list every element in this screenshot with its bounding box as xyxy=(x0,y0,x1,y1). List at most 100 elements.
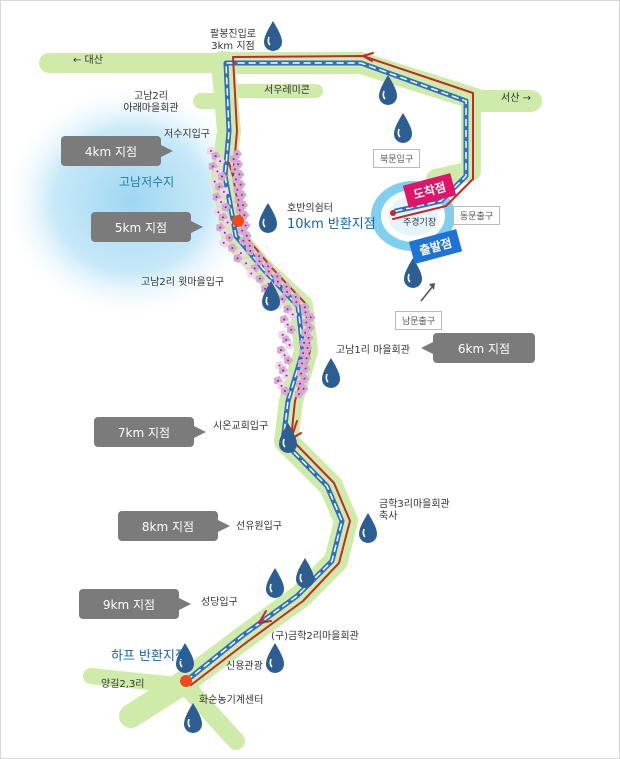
place-hoban: 호반의쉼터 xyxy=(287,203,333,214)
cherry-blossom-icon xyxy=(234,195,244,205)
place-seowoo: 서우레미콘 xyxy=(264,85,310,96)
cherry-blossom-icon xyxy=(303,343,313,353)
cherry-blossom-icon xyxy=(233,185,242,195)
cherry-blossom-icon xyxy=(255,274,265,284)
south-gate-arrowhead xyxy=(429,283,435,290)
place-seongdang: 성당입구 xyxy=(201,597,238,608)
km-marker-9: 9km 지점 xyxy=(79,589,191,619)
water-drop-icon xyxy=(276,421,300,455)
water-drop-icon xyxy=(293,556,317,590)
cherry-blossom-icon xyxy=(242,258,251,268)
cherry-blossom-icon xyxy=(278,366,288,375)
ten-km-turn-label: 10km 반환지점 xyxy=(287,217,376,232)
cherry-blossom-icon xyxy=(218,212,228,222)
road-label-west: ← 대산 xyxy=(73,55,103,66)
water-drop-icon xyxy=(259,279,283,313)
place-geumhak2: (구)금학2리마을회관 xyxy=(271,631,359,642)
cherry-blossom-icon xyxy=(238,226,247,236)
cherry-blossom-icon xyxy=(282,371,292,381)
place-gonam2-upper: 고남2리 윗마을입구 xyxy=(141,277,225,288)
cherry-blossom-icon xyxy=(264,267,274,276)
km-marker-8: 8km 지점 xyxy=(118,511,230,541)
cherry-blossom-icon xyxy=(216,223,225,233)
cherry-blossom-icon xyxy=(236,180,246,190)
cherry-blossom-icon xyxy=(285,340,295,350)
place-yanggil: 양길2,3리 xyxy=(101,679,145,690)
road-label-east: 서산 → xyxy=(501,93,531,104)
cherry-blossom-icon xyxy=(277,381,287,391)
place-seonyu: 선유원입구 xyxy=(236,521,282,532)
cherry-blossom-icon xyxy=(215,182,224,192)
place-reservoir-entrance: 저수지입구 xyxy=(164,129,210,140)
cherry-blossom-icon xyxy=(255,256,265,266)
cherry-blossom-icon xyxy=(301,328,310,338)
half-turn-dot xyxy=(180,675,192,687)
cherry-blossom-icon xyxy=(220,228,230,238)
km-marker-5: 5km 지점 xyxy=(91,212,203,242)
water-drop-icon xyxy=(173,641,197,675)
half-turn-label: 하프 반환지점 xyxy=(111,649,187,664)
water-drop-icon xyxy=(256,201,280,235)
cherry-blossom-icon xyxy=(294,389,304,399)
water-drop-icon xyxy=(356,511,380,545)
place-sion: 시온교회입구 xyxy=(213,421,269,432)
water-drop-icon xyxy=(181,701,205,735)
place-geumhak3: 금학3리마을회관 축사 xyxy=(379,499,450,522)
water-drop-icon xyxy=(401,256,425,290)
cherry-blossom-icon xyxy=(246,246,255,256)
water-drop-icon xyxy=(319,356,343,390)
cherry-blossom-icon xyxy=(288,309,298,319)
south-gate-arrow xyxy=(420,285,434,302)
cherry-blossom-icon xyxy=(211,151,221,161)
cherry-blossom-icon xyxy=(283,287,292,297)
cherry-blossom-icon xyxy=(247,269,256,278)
gate-north: 북문입구 xyxy=(373,149,421,168)
km-marker-4: 4km 지점 xyxy=(61,136,173,166)
place-gonam2-lower: 고남2리 아래마을회관 xyxy=(123,91,179,114)
water-drop-icon xyxy=(263,641,287,675)
cherry-blossom-trees xyxy=(206,146,316,399)
cherry-blossom-icon xyxy=(216,156,225,166)
gate-east: 동문출구 xyxy=(453,206,501,225)
cherry-blossom-icon xyxy=(210,177,220,187)
cherry-blossom-icon xyxy=(287,325,296,335)
cherry-blossom-icon xyxy=(219,187,229,197)
cherry-blossom-icon xyxy=(284,355,293,365)
place-gonam1: 고남1리 마을회관 xyxy=(336,345,410,356)
place-sinyong: 신용관광 xyxy=(226,661,263,672)
cherry-blossom-icon xyxy=(228,243,237,253)
cherry-blossom-icon xyxy=(230,164,240,174)
stadium-start-dot xyxy=(390,210,396,216)
place-hwasun: 화순농기계센터 xyxy=(199,695,264,706)
water-drop-icon xyxy=(376,73,400,107)
cherry-blossom-icon xyxy=(223,218,233,227)
cherry-blossom-icon xyxy=(219,238,229,248)
km-marker-7: 7km 지점 xyxy=(94,417,206,447)
cherry-blossom-icon xyxy=(292,297,301,307)
cherry-blossom-icon xyxy=(233,253,243,263)
cherry-blossom-icon xyxy=(206,146,216,156)
cherry-blossom-icon xyxy=(280,386,290,396)
water-drop-icon xyxy=(263,566,287,600)
cherry-blossom-icon xyxy=(213,167,223,176)
cherry-blossom-icon xyxy=(273,277,283,287)
water-drop-icon xyxy=(261,19,285,53)
gate-south: 남문출구 xyxy=(395,311,443,330)
cherry-blossom-icon xyxy=(239,236,248,246)
km-marker-6: 6km 지점 xyxy=(421,333,535,363)
cherry-blossom-icon xyxy=(282,335,291,345)
cherry-blossom-icon xyxy=(218,172,227,181)
water-drop-icon xyxy=(391,111,415,145)
place-reservoir: 고남저수지 xyxy=(119,175,175,189)
cherry-blossom-icon xyxy=(296,369,306,378)
cherry-blossom-icon xyxy=(234,159,243,169)
cherry-blossom-icon xyxy=(300,374,310,384)
ten-km-turn-dot xyxy=(232,215,244,227)
cherry-blossom-icon xyxy=(221,202,231,212)
cherry-blossom-icon xyxy=(217,197,226,207)
cherry-blossom-icon xyxy=(250,264,260,273)
place-stadium: 주경기장 xyxy=(403,218,437,228)
place-palbong: 팔봉진입로 3km 지점 xyxy=(210,29,256,52)
